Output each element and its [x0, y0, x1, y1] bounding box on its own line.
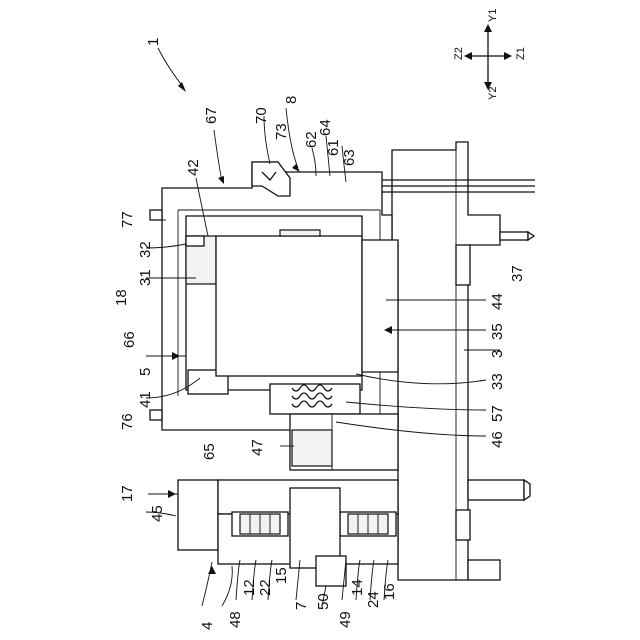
label-50: 50 [315, 593, 332, 610]
label-41: 41 [137, 391, 154, 408]
contact-block-47 [290, 414, 398, 470]
terminal-pin-37 [500, 232, 534, 240]
label-7: 7 [293, 602, 310, 610]
core-part-44 [362, 240, 398, 372]
label-22: 22 [257, 579, 274, 596]
axis-indicator: Y1 Y2 Z1 Z2 [453, 9, 527, 100]
label-4: 4 [199, 622, 216, 630]
label-63: 63 [341, 149, 358, 166]
spring-part-33 [270, 384, 360, 414]
label-65: 65 [201, 443, 218, 460]
label-73: 73 [273, 123, 290, 140]
label-47: 47 [249, 439, 266, 456]
label-3: 3 [489, 350, 506, 358]
axis-z1-label: Z1 [515, 47, 527, 60]
label-61: 61 [325, 139, 342, 156]
label-67: 67 [203, 107, 220, 124]
label-66: 66 [121, 331, 138, 348]
label-42: 42 [185, 159, 202, 176]
label-62: 62 [303, 131, 320, 148]
label-8: 8 [283, 96, 300, 104]
label-14: 14 [349, 579, 366, 596]
label-17: 17 [119, 485, 136, 502]
label-24: 24 [365, 591, 382, 608]
label-46: 46 [489, 431, 506, 448]
axis-z2-label: Z2 [453, 47, 465, 60]
label-49: 49 [337, 611, 354, 628]
label-35: 35 [489, 323, 506, 340]
label-76: 76 [119, 413, 136, 430]
label-77: 77 [119, 211, 136, 228]
label-70: 70 [253, 107, 270, 124]
mounting-pin [468, 480, 530, 500]
label-18: 18 [113, 289, 130, 306]
label-45: 45 [149, 505, 166, 522]
label-37: 37 [509, 265, 526, 282]
label-5: 5 [137, 368, 154, 376]
label-44: 44 [489, 293, 506, 310]
axis-y2-label: Y2 [487, 87, 499, 100]
label-33: 33 [489, 373, 506, 390]
yoke-part-5 [186, 216, 362, 394]
base-part-3 [392, 142, 500, 580]
label-32: 32 [137, 241, 154, 258]
label-12: 12 [241, 579, 258, 596]
label-1: 1 [145, 38, 162, 46]
axis-y1-label: Y1 [487, 9, 499, 22]
label-31: 31 [137, 269, 154, 286]
label-48: 48 [227, 611, 244, 628]
label-57: 57 [489, 405, 506, 422]
label-16: 16 [381, 583, 398, 600]
label-15: 15 [273, 567, 290, 584]
